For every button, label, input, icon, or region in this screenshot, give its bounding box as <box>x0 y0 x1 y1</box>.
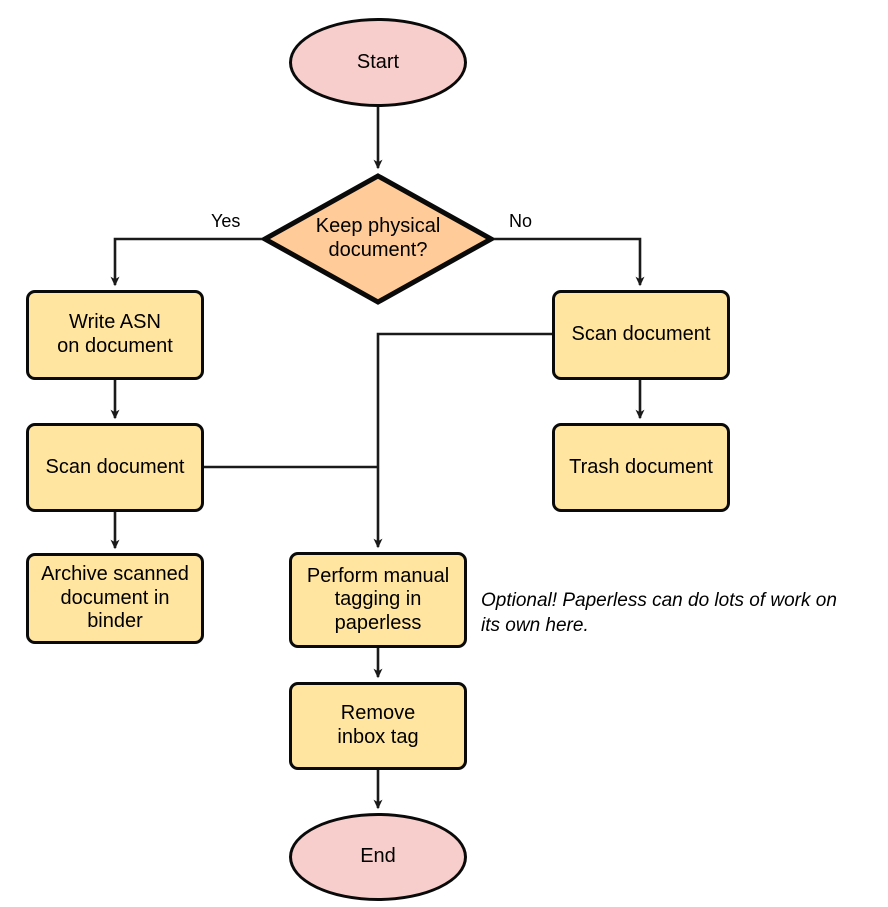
node-trash-document-label: Trash document <box>569 455 713 478</box>
node-remove-inbox-tag-label: Remove inbox tag <box>337 702 419 748</box>
edge-decision-yes-to-write-asn <box>110 237 262 287</box>
node-trash-document[interactable]: Trash document <box>552 423 730 512</box>
edge-scan-right-to-tagging <box>373 332 552 549</box>
node-scan-document-left-label: Scan document <box>45 455 185 478</box>
node-scan-document-left[interactable]: Scan document <box>26 423 204 512</box>
node-decision-keep-physical-document[interactable]: Keep physical document? <box>262 173 494 305</box>
node-archive-scanned-document[interactable]: Archive scanned document in binder <box>26 553 204 644</box>
node-end[interactable]: End <box>289 813 467 901</box>
node-write-asn-label: Write ASN on document <box>57 311 173 357</box>
node-start[interactable]: Start <box>289 18 467 107</box>
edge-label-yes: Yes <box>211 211 241 231</box>
node-remove-inbox-tag[interactable]: Remove inbox tag <box>289 682 467 770</box>
node-scan-document-right[interactable]: Scan document <box>552 290 730 380</box>
node-perform-manual-tagging[interactable]: Perform manual tagging in paperless <box>289 552 467 648</box>
edge-label-no: No <box>509 211 533 231</box>
node-write-asn[interactable]: Write ASN on document <box>26 290 204 380</box>
annotation-optional-note: Optional! Paperless can do lots of work … <box>481 590 837 636</box>
node-archive-scanned-document-label: Archive scanned document in binder <box>41 563 189 633</box>
node-scan-document-right-label: Scan document <box>571 323 711 346</box>
node-perform-manual-tagging-label: Perform manual tagging in paperless <box>306 564 450 634</box>
decision-diamond-shape <box>262 173 494 305</box>
node-start-label: Start <box>356 50 400 73</box>
node-decision-label: Keep physical document? <box>315 215 441 261</box>
node-end-label: End <box>360 845 396 868</box>
edge-decision-no-to-scan-right <box>494 237 645 287</box>
